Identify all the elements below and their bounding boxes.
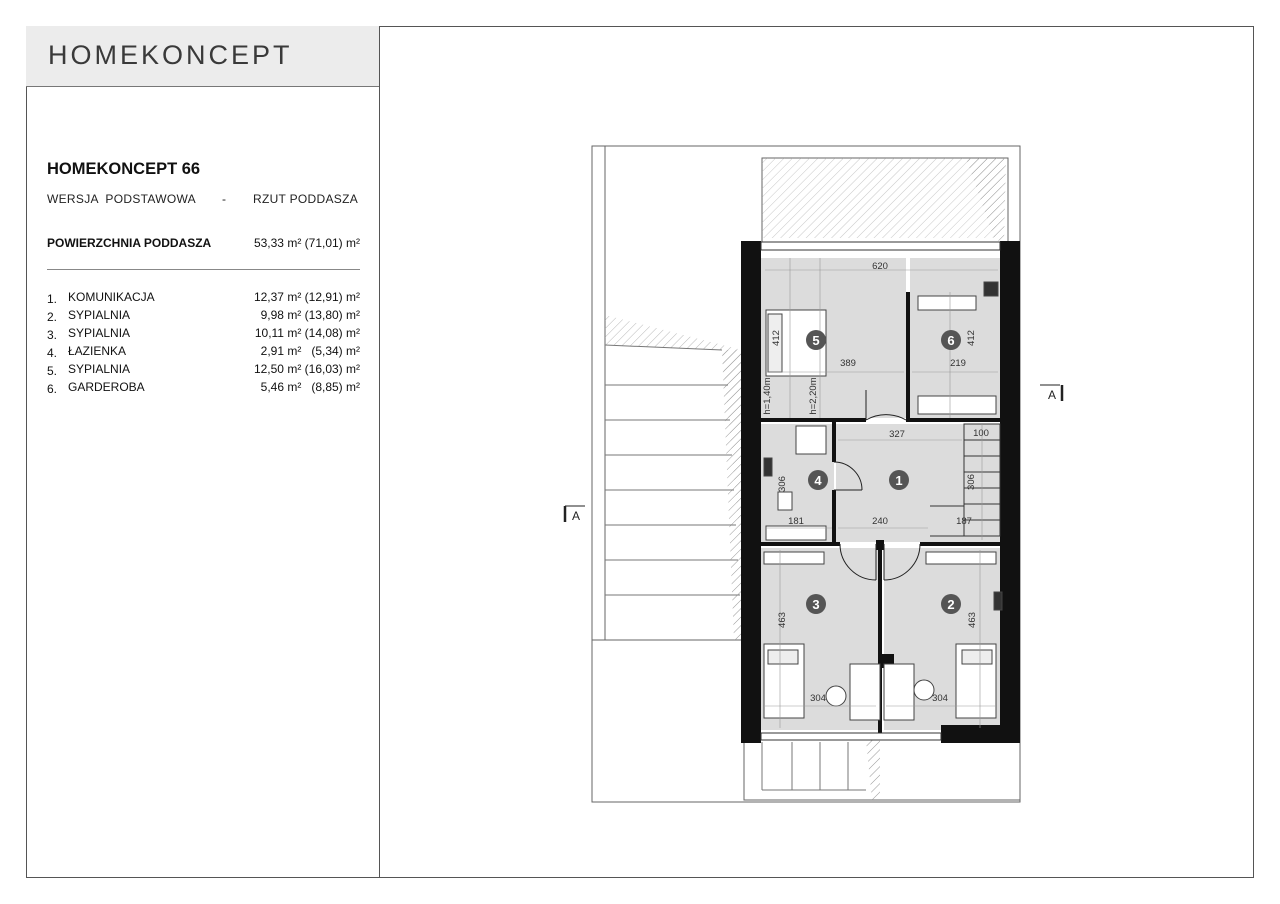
balcony-slats	[761, 742, 866, 791]
list-item: 1. KOMUNIKACJA 12,37 m² (12,91) m²	[47, 290, 360, 308]
door-swings	[833, 390, 921, 581]
room-badge: 5	[812, 333, 819, 348]
room-list: 1. KOMUNIKACJA 12,37 m² (12,91) m² 2. SYPIA…	[47, 290, 360, 398]
room-number: 2.	[47, 310, 58, 324]
dim-label: 240	[872, 516, 888, 527]
room-number: 3.	[47, 328, 58, 342]
room-number: 6.	[47, 382, 58, 396]
list-item: 2. SYPIALNIA 9,98 m² (13,80) m²	[47, 308, 360, 326]
page-frame	[26, 26, 1254, 878]
dim-label: 412	[771, 330, 782, 346]
list-item: 5. SYPIALNIA 12,50 m² (16,03) m²	[47, 362, 360, 380]
room-number: 4.	[47, 346, 58, 360]
divider	[47, 269, 360, 270]
room-name: GARDEROBA	[68, 380, 145, 394]
room-badge: 4	[814, 473, 822, 488]
dim-label: 219	[950, 358, 966, 369]
list-item: 4. ŁAZIENKA 2,91 m² (5,34) m²	[47, 344, 360, 362]
room-area: 5,46 m² (8,85) m²	[260, 380, 360, 394]
subtitle-separator: -	[222, 192, 227, 206]
view-label: RZUT PODDASZA	[253, 192, 359, 206]
dimension-guides	[765, 258, 998, 728]
project-title: HOMEKONCEPT 66	[47, 160, 201, 178]
dim-label: 306	[966, 474, 977, 490]
dim-label: 327	[889, 429, 905, 440]
dim-label: 181	[788, 516, 804, 527]
version-label: WERSJA PODSTAWOWA	[47, 192, 196, 206]
wall-post	[876, 540, 884, 550]
room-badge: 3	[812, 597, 819, 612]
list-item: 3. SYPIALNIA 10,11 m² (14,08) m²	[47, 326, 360, 344]
section-marker-label: A	[572, 509, 580, 523]
windows	[760, 241, 1001, 741]
room-name: SYPIALNIA	[68, 308, 131, 322]
dim-label: 187	[956, 516, 972, 527]
dim-label: 389	[840, 358, 856, 369]
floor-plan-area: 620 389 412 219 412 327 100 240 306 187 …	[380, 26, 1254, 878]
room-badge: 2	[947, 597, 954, 612]
dim-label: 304	[810, 693, 826, 704]
dim-label: 306	[777, 476, 788, 492]
logo-bar: HOMEKONCEPT	[26, 26, 379, 87]
room-badge: 6	[947, 333, 954, 348]
floor-plan: 620 389 412 219 412 327 100 240 306 187 …	[563, 145, 1064, 803]
project-subtitle: WERSJA PODSTAWOWA - RZUT PODDASZA	[47, 192, 358, 206]
room-badge: 1	[895, 473, 902, 488]
room-name: KOMUNIKACJA	[68, 290, 155, 304]
dim-label: 620	[872, 261, 888, 272]
section-markers: A A	[563, 384, 1064, 523]
floor-area-value: 53,33 m² (71,01) m²	[253, 236, 360, 250]
room-badges: 1 2 3 4 5 6	[806, 330, 961, 614]
room-name: SYPIALNIA	[68, 362, 131, 376]
room-name: SYPIALNIA	[68, 326, 131, 340]
floor-area-label: POWIERZCHNIA PODDASZA	[47, 236, 212, 250]
room-number: 1.	[47, 292, 58, 306]
dimension-labels: 620 389 412 219 412 327 100 240 306 187 …	[762, 261, 989, 704]
height-label: h=1,40m	[762, 377, 773, 414]
exterior-walls	[741, 241, 1020, 743]
dim-label: 463	[967, 612, 978, 628]
room-area: 2,91 m² (5,34) m²	[260, 344, 360, 358]
info-panel: HOMEKONCEPT HOMEKONCEPT 66 WERSJA PODSTA…	[26, 26, 380, 878]
dim-label: 412	[966, 330, 977, 346]
room-area: 9,98 m² (13,80) m²	[260, 308, 360, 322]
height-label: h=2,20m	[808, 377, 819, 414]
section-marker-label: A	[1048, 388, 1056, 402]
floor-area-row: POWIERZCHNIA PODDASZA 53,33 m² (71,01) m…	[47, 236, 360, 250]
list-item: 6. GARDEROBA 5,46 m² (8,85) m²	[47, 380, 360, 398]
dim-label: 304	[932, 693, 948, 704]
room-area: 10,11 m² (14,08) m²	[254, 326, 360, 340]
room-area: 12,50 m² (16,03) m²	[253, 362, 360, 376]
brand-logo: HOMEKONCEPT	[48, 40, 293, 70]
dim-label: 100	[973, 428, 989, 439]
terrace-slats	[604, 344, 740, 596]
dim-label: 463	[777, 612, 788, 628]
room-number: 5.	[47, 364, 58, 378]
room-area: 12,37 m² (12,91) m²	[253, 290, 360, 304]
room-name: ŁAZIENKA	[68, 344, 127, 358]
